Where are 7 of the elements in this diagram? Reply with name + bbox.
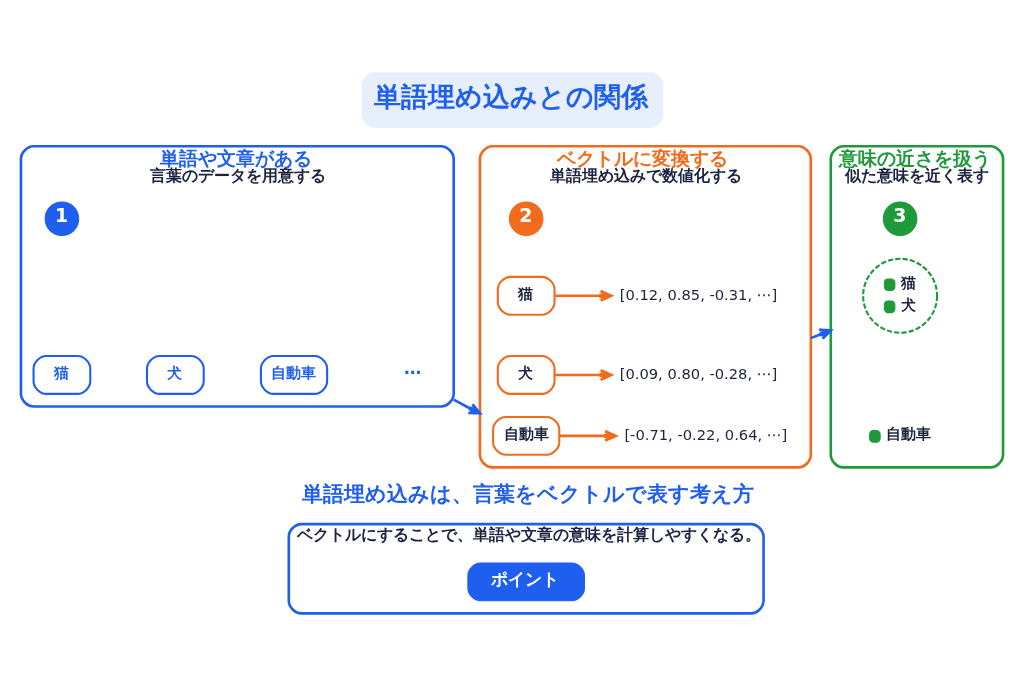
node-text: [0.09, 0.80, -0.28, ⋯] — [619, 364, 778, 382]
label: 単語埋め込みは、言葉をベクトルで表す考え方 — [302, 482, 755, 507]
node-text: [0.12, 0.85, -0.31, ⋯] — [619, 285, 778, 303]
node-text: [-0.71, -0.22, 0.64, ⋯] — [624, 425, 788, 443]
diagram-title: 単語埋め込みとの関係 — [374, 80, 649, 112]
label: ⋯ — [404, 361, 422, 382]
label: 自動車 — [886, 425, 932, 443]
